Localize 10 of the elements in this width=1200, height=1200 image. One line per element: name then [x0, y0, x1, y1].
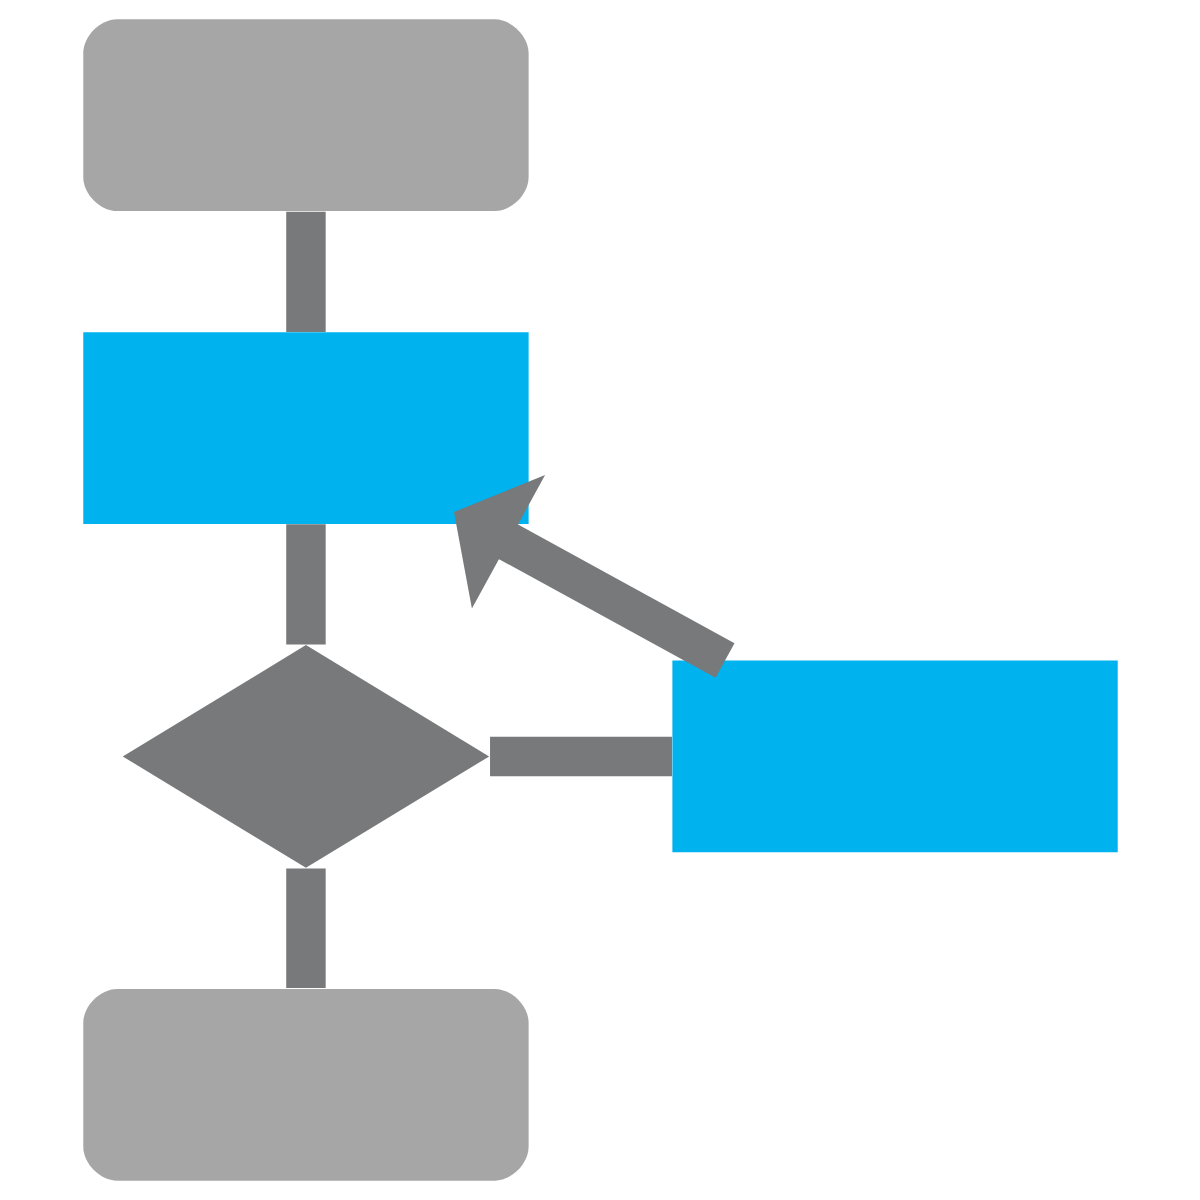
node-diamond — [122, 645, 489, 868]
node-box — [671, 660, 1118, 853]
connector — [285, 868, 326, 988]
node-box — [82, 332, 529, 524]
node-stadium — [82, 989, 529, 1181]
connector — [489, 736, 672, 777]
connector — [285, 524, 326, 645]
node-stadium — [82, 19, 529, 211]
arrow — [453, 475, 735, 678]
connector — [285, 211, 326, 332]
